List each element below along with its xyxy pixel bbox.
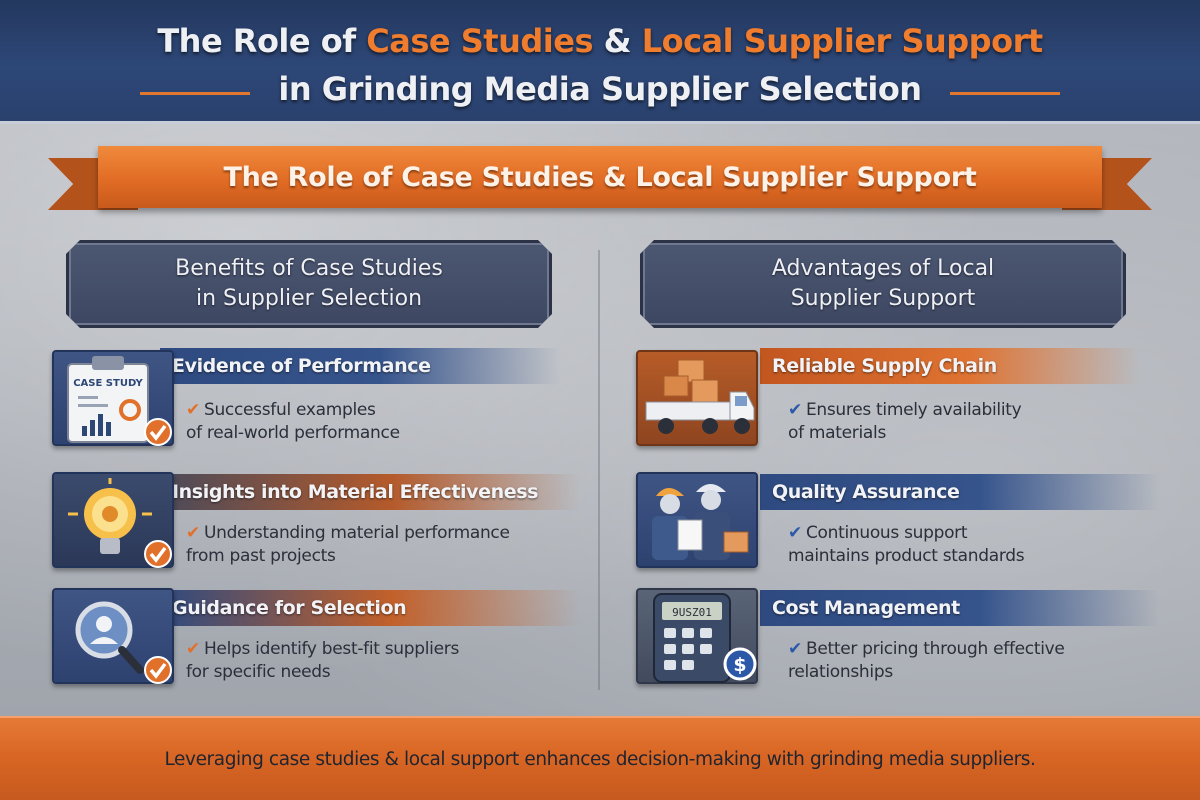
feature-desc-quality: ✔Continuous support maintains product st…	[788, 523, 1025, 566]
column-divider	[598, 250, 600, 690]
page-title-line2: in Grinding Media Supplier Selection	[278, 70, 922, 108]
section-ribbon: The Role of Case Studies & Local Supplie…	[98, 146, 1102, 208]
check-icon: ✔	[186, 639, 200, 659]
check-icon: ✔	[788, 523, 802, 543]
ribbon-text: The Role of Case Studies & Local Supplie…	[223, 161, 977, 193]
check-icon: ✔	[788, 400, 802, 420]
feature-title-guidance: Guidance for Selection	[160, 590, 580, 626]
feature-desc-guidance: ✔Helps identify best-fit suppliers for s…	[186, 639, 460, 682]
right-column-heading: Advantages of Local Supplier Support	[640, 240, 1126, 328]
feature-title-quality: Quality Assurance	[760, 474, 1160, 510]
feature-desc-evidence: ✔Successful examples of real-world perfo…	[186, 400, 400, 443]
magnifier-person-icon	[52, 588, 174, 684]
case-study-clipboard-icon: CASE STUDY	[52, 350, 174, 446]
title-rule-right	[950, 92, 1060, 95]
svg-text:CASE STUDY: CASE STUDY	[73, 378, 143, 389]
left-column-heading: Benefits of Case Studies in Supplier Sel…	[66, 240, 552, 328]
header-banner: The Role of Case Studies & Local Supplie…	[0, 0, 1200, 124]
check-icon: ✔	[186, 400, 200, 420]
calculator-dollar-icon: 9USZ01 $	[636, 588, 758, 684]
svg-text:$: $	[733, 654, 746, 676]
footer-banner: Leveraging case studies & local support …	[0, 716, 1200, 800]
workers-checklist-icon	[636, 472, 758, 568]
feature-title-evidence: Evidence of Performance	[160, 348, 560, 384]
feature-desc-insights: ✔Understanding material performance from…	[186, 523, 510, 566]
delivery-truck-icon	[636, 350, 758, 446]
check-icon: ✔	[788, 639, 802, 659]
title-rule-left	[140, 92, 250, 95]
feature-desc-cost: ✔Better pricing through effective relati…	[788, 639, 1065, 682]
footer-text: Leveraging case studies & local support …	[164, 748, 1036, 770]
feature-title-insights: Insights into Material Effectiveness	[160, 474, 580, 510]
feature-desc-supply-chain: ✔Ensures timely availability of material…	[788, 400, 1022, 443]
feature-title-cost: Cost Management	[760, 590, 1160, 626]
lightbulb-gear-icon	[52, 472, 174, 568]
svg-text:9USZ01: 9USZ01	[672, 606, 712, 619]
page-title-line1: The Role of Case Studies & Local Supplie…	[157, 22, 1043, 60]
check-icon: ✔	[186, 523, 200, 543]
feature-title-supply-chain: Reliable Supply Chain	[760, 348, 1140, 384]
